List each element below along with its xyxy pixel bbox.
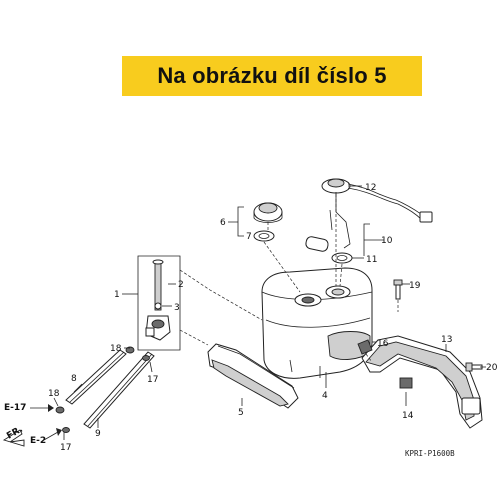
callout-6: 6 xyxy=(220,218,226,228)
ref-label-e2: E-2 xyxy=(30,436,46,446)
part-number-banner: Na obrázku díl číslo 5 xyxy=(122,56,422,96)
ref-arrow-e17 xyxy=(30,404,54,412)
callout-17-lower: 17 xyxy=(60,443,71,453)
callout-14: 14 xyxy=(402,411,414,421)
tank-bracket xyxy=(361,335,483,429)
ref-label-e17: E-17 xyxy=(4,403,26,413)
callout-4: 4 xyxy=(322,391,328,401)
diagram-code: KPRI-P1600B xyxy=(405,449,455,458)
fuel-cock-assembly xyxy=(137,255,181,351)
cap-gasket xyxy=(253,230,275,242)
callout-13: 13 xyxy=(441,335,452,345)
callout-11: 11 xyxy=(366,255,377,265)
callout-2: 2 xyxy=(178,280,184,290)
callout-16: 16 xyxy=(377,339,389,349)
fuel-hose-9 xyxy=(83,351,155,429)
hose-clips xyxy=(55,346,150,433)
callout-17-upper: 17 xyxy=(147,375,158,385)
nut xyxy=(357,339,373,355)
bolt-20 xyxy=(465,362,483,372)
callout-3: 3 xyxy=(174,303,180,313)
callout-18-lower: 18 xyxy=(48,389,60,399)
rubber-block xyxy=(399,377,413,389)
callout-18-upper: 18 xyxy=(110,344,122,354)
callout-20: 20 xyxy=(486,363,498,373)
ref-arrow-e2 xyxy=(43,428,62,441)
banner-text: Na obrázku díl číslo 5 xyxy=(157,63,387,88)
tank-cover xyxy=(207,343,299,409)
front-arrow xyxy=(2,429,25,447)
assembly-lines xyxy=(179,194,399,363)
fuel-gauge-unit xyxy=(305,178,433,252)
callout-1: 1 xyxy=(114,290,120,300)
bolt-19 xyxy=(393,279,403,300)
callout-19: 19 xyxy=(409,281,421,291)
leader-lines xyxy=(53,185,486,440)
filler-cap xyxy=(253,202,283,223)
callout-8: 8 xyxy=(71,374,77,384)
fuel-hose-8 xyxy=(65,349,127,405)
callout-5: 5 xyxy=(238,408,244,418)
callout-12: 12 xyxy=(365,183,376,193)
callout-10: 10 xyxy=(381,236,393,246)
callout-7: 7 xyxy=(246,232,252,242)
gauge-gasket xyxy=(331,252,353,264)
callout-9: 9 xyxy=(95,429,101,439)
fuel-tank xyxy=(261,267,373,379)
